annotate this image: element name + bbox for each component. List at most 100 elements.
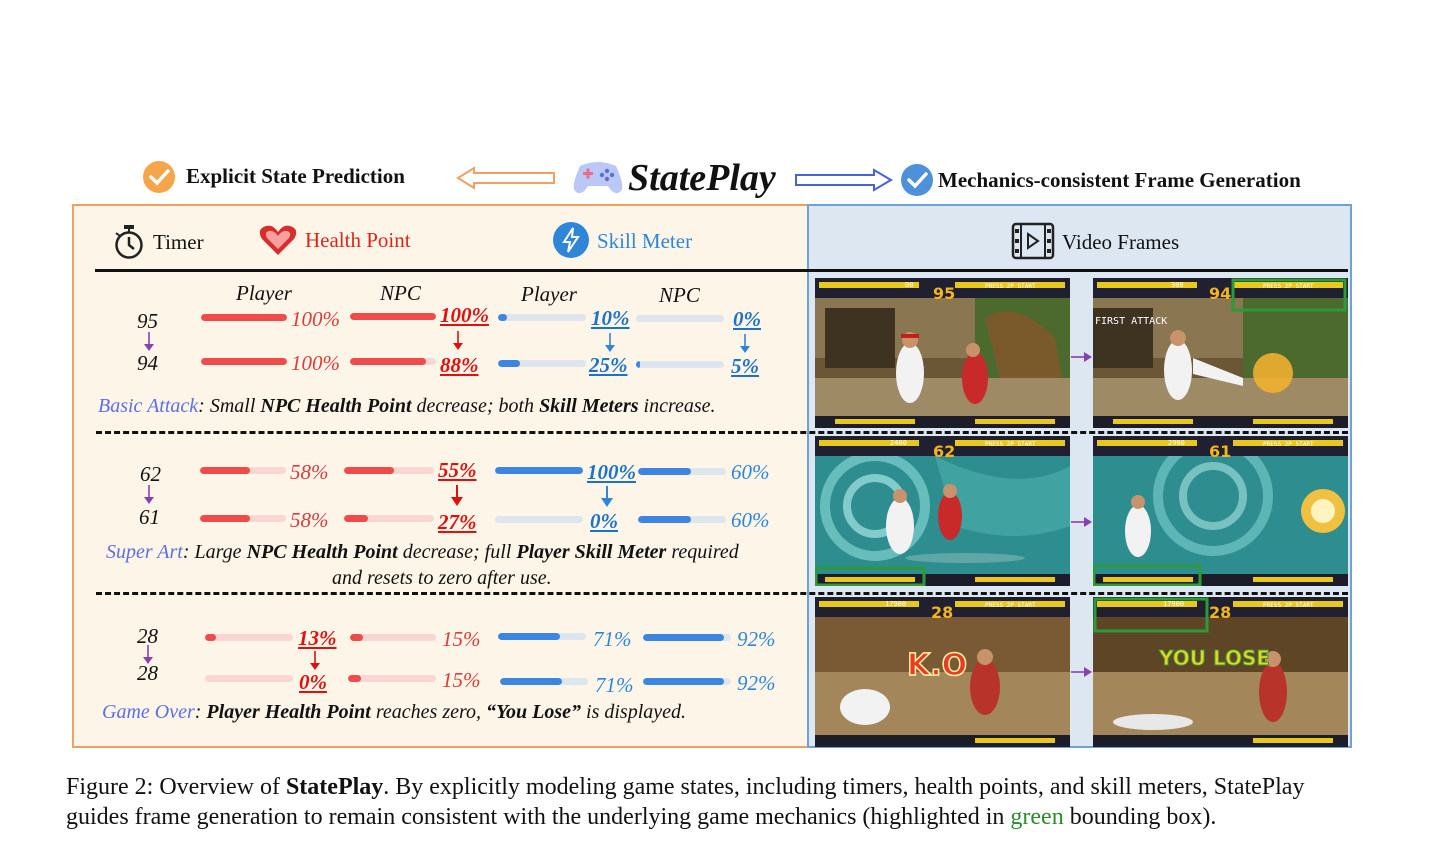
svg-text:300: 300 xyxy=(1171,281,1184,289)
svg-text:62: 62 xyxy=(933,442,955,461)
frame-arrow-icon xyxy=(1071,350,1093,368)
row-divider xyxy=(96,431,1348,434)
percent-label: 58% xyxy=(290,460,329,484)
heart-icon xyxy=(258,223,298,262)
svg-text:K.O: K.O xyxy=(907,648,967,683)
down-arrow-icon xyxy=(450,485,464,512)
video-frame-before: 95 00 PRESS 2P START xyxy=(815,278,1070,428)
skill-bar xyxy=(643,678,731,685)
svg-text:95: 95 xyxy=(933,284,955,303)
percent-label: 100% xyxy=(291,307,340,331)
percent-label: 60% xyxy=(731,460,770,484)
svg-text:2400: 2400 xyxy=(890,439,907,447)
svg-text:28: 28 xyxy=(1209,603,1231,622)
health-bar xyxy=(201,314,287,321)
down-arrow-icon xyxy=(143,485,155,510)
percent-label: 71% xyxy=(595,673,634,697)
row-description: Game Over: Player Health Point reaches z… xyxy=(102,701,687,723)
down-arrow-icon xyxy=(604,333,616,358)
gamepad-logo-icon xyxy=(570,158,626,203)
percent-label: 0% xyxy=(733,307,761,331)
skill-bar xyxy=(643,634,731,641)
timer-value: 62 xyxy=(140,462,161,486)
timer-value: 28 xyxy=(137,624,158,648)
percent-label: 0% xyxy=(299,670,327,694)
skill-bar xyxy=(636,361,724,368)
svg-text:2900: 2900 xyxy=(1168,439,1185,447)
skill-bar xyxy=(498,360,586,367)
percent-label: 92% xyxy=(737,627,776,651)
figure-caption: Figure 2: Overview of StatePlay. By expl… xyxy=(66,774,1305,800)
mechanic-label: Basic Attack xyxy=(98,395,199,417)
svg-text:17900: 17900 xyxy=(1163,600,1184,608)
row-divider xyxy=(96,592,1348,595)
skill-bar xyxy=(500,678,588,685)
frame-generation-label: Mechanics-consistent Frame Generation xyxy=(938,168,1301,192)
percent-label: 25% xyxy=(589,353,628,377)
percent-label: 88% xyxy=(440,353,479,377)
video-frame-after: 28 17900 PRESS 2P START YOU LOSE xyxy=(1093,597,1348,747)
svg-text:94: 94 xyxy=(1209,284,1231,303)
frame-arrow-icon xyxy=(1071,665,1093,683)
health-bar xyxy=(350,634,436,641)
svg-text:PRESS 2P START: PRESS 2P START xyxy=(1263,441,1314,448)
health-bar xyxy=(348,675,436,682)
down-arrow-icon xyxy=(739,334,751,359)
percent-label: 13% xyxy=(298,626,337,650)
svg-text:YOU LOSE: YOU LOSE xyxy=(1158,646,1270,670)
health-bar xyxy=(344,467,434,474)
health-bar xyxy=(201,358,287,365)
left-arrow-icon xyxy=(456,166,558,195)
skill-bar xyxy=(495,516,583,523)
svg-text:00: 00 xyxy=(905,281,913,289)
percent-label: 71% xyxy=(593,627,632,651)
row-description: Super Art: Large NPC Health Point decrea… xyxy=(106,541,739,563)
page-title: StatePlay xyxy=(628,157,776,199)
down-arrow-icon xyxy=(142,645,154,670)
down-arrow-icon xyxy=(452,331,464,356)
check-icon-blue xyxy=(900,163,934,202)
col-hp-npc: NPC xyxy=(380,281,421,305)
skill-bar xyxy=(638,468,726,475)
explicit-state-label: Explicit State Prediction xyxy=(186,164,405,188)
lightning-icon xyxy=(552,221,590,264)
health-legend: Health Point xyxy=(305,228,411,252)
video-frame-after: 61 2900 PRESS 2P START xyxy=(1093,436,1348,586)
skill-bar xyxy=(638,516,726,523)
timer-value: 94 xyxy=(137,351,158,375)
health-bar xyxy=(205,634,293,641)
col-sk-npc: NPC xyxy=(659,283,700,307)
header-rule xyxy=(95,269,1348,272)
health-bar xyxy=(350,358,436,365)
health-bar xyxy=(200,467,286,474)
health-bar xyxy=(344,515,434,522)
col-sk-player: Player xyxy=(521,282,577,306)
percent-label: 92% xyxy=(737,671,776,695)
skill-bar xyxy=(495,467,583,474)
timer-legend: Timer xyxy=(153,230,204,254)
film-icon xyxy=(1011,222,1055,265)
percent-label: 60% xyxy=(731,508,770,532)
timer-value: 61 xyxy=(139,505,160,529)
down-arrow-icon xyxy=(143,332,155,357)
row-description-line2: and resets to zero after use. xyxy=(332,567,552,589)
row-description: Basic Attack: Small NPC Health Point dec… xyxy=(98,395,716,417)
percent-label: 10% xyxy=(591,306,630,330)
figure-caption-line2: guides frame generation to remain consis… xyxy=(66,804,1217,830)
skill-bar xyxy=(498,314,586,321)
frame-arrow-icon xyxy=(1071,515,1093,533)
percent-label: 100% xyxy=(440,303,489,327)
svg-text:28: 28 xyxy=(931,603,953,622)
skill-bar xyxy=(636,315,724,322)
percent-label: 27% xyxy=(438,510,477,534)
timer-icon xyxy=(112,224,146,265)
mechanic-label: Game Over xyxy=(102,701,195,723)
video-frame-before: 62 2400 PRESS 2P START xyxy=(815,436,1070,586)
percent-label: 100% xyxy=(291,351,340,375)
col-hp-player: Player xyxy=(236,281,292,305)
svg-text:17900: 17900 xyxy=(885,600,906,608)
svg-text:PRESS 2P START: PRESS 2P START xyxy=(985,602,1036,609)
mechanic-label: Super Art xyxy=(106,541,183,563)
health-bar xyxy=(200,515,286,522)
svg-text:FIRST ATTACK: FIRST ATTACK xyxy=(1095,316,1167,327)
